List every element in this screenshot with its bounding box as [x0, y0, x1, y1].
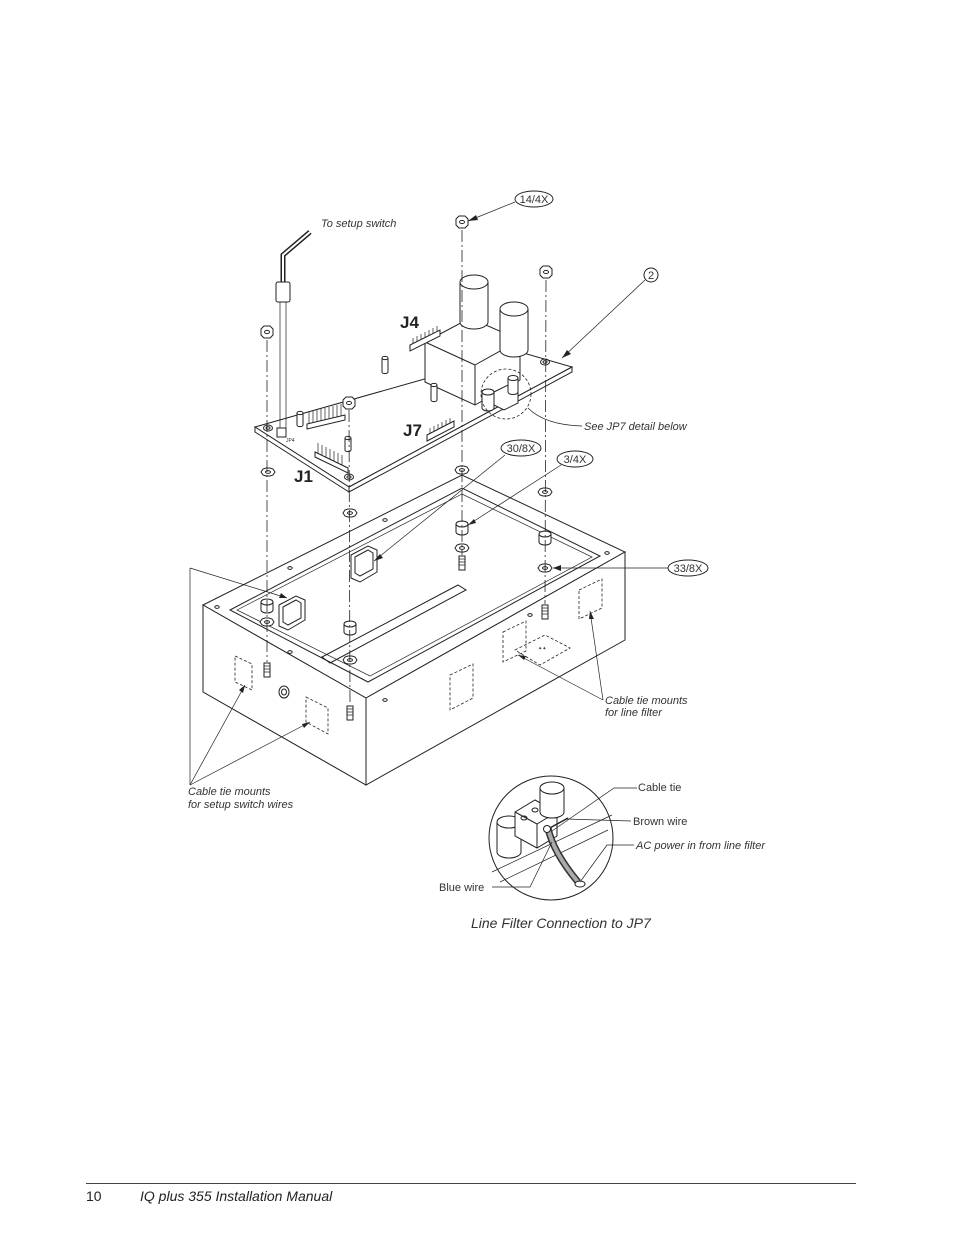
svg-text:✦✦: ✦✦	[538, 646, 546, 652]
svg-text:for setup switch wires: for setup switch wires	[188, 799, 294, 811]
connector-label-j4: J4	[400, 313, 419, 332]
callout-30-8x: 30/8X	[189, 439, 542, 599]
cable-tie-mount-parts	[278, 545, 378, 631]
page-number: 10	[86, 1188, 102, 1204]
label-blue-wire: Blue wire	[439, 882, 484, 894]
svg-text:33/8X: 33/8X	[674, 563, 703, 575]
fasteners	[259, 215, 553, 721]
callout-14-4x: 14/4X	[467, 190, 554, 222]
svg-text:for line filter: for line filter	[605, 707, 663, 719]
enclosure: ✦✦	[201, 474, 627, 786]
setup-switch-wires	[275, 230, 312, 428]
callout-3-4x: 3/4X	[467, 450, 594, 526]
svg-text:2: 2	[648, 270, 654, 282]
svg-text:Cable tie mounts: Cable tie mounts	[605, 695, 688, 707]
callout-33-8x: 33/8X	[553, 559, 709, 577]
label-cable-tie-mounts-line-filter: Cable tie mounts for line filter	[517, 610, 688, 719]
callout-2: 2	[561, 267, 659, 359]
manual-title: IQ plus 355 Installation Manual	[140, 1188, 333, 1204]
svg-text:Cable tie mounts: Cable tie mounts	[188, 786, 271, 798]
connector-label-j7: J7	[403, 421, 422, 440]
svg-text:30/8X: 30/8X	[507, 443, 536, 455]
pc-board	[253, 274, 574, 493]
footer-rule	[86, 1183, 856, 1184]
label-to-setup-switch: To setup switch	[321, 218, 396, 230]
svg-text:See JP7 detail below: See JP7 detail below	[584, 421, 688, 433]
label-ac-power: AC power in from line filter	[635, 840, 766, 852]
jumper-label-jp4: JP4	[286, 438, 295, 444]
connector-label-j1: J1	[294, 467, 313, 486]
label-brown-wire: Brown wire	[633, 816, 687, 828]
svg-text:14/4X: 14/4X	[520, 194, 549, 206]
svg-text:3/4X: 3/4X	[564, 454, 587, 466]
label-cable-tie-mounts-setup: Cable tie mounts for setup switch wires	[188, 568, 311, 811]
jp7-detail-view: Cable tie Brown wire AC power in from li…	[439, 775, 766, 901]
label-cable-tie: Cable tie	[638, 782, 681, 794]
detail-caption: Line Filter Connection to JP7	[471, 915, 652, 931]
label-jp7-detail: See JP7 detail below	[527, 407, 688, 433]
